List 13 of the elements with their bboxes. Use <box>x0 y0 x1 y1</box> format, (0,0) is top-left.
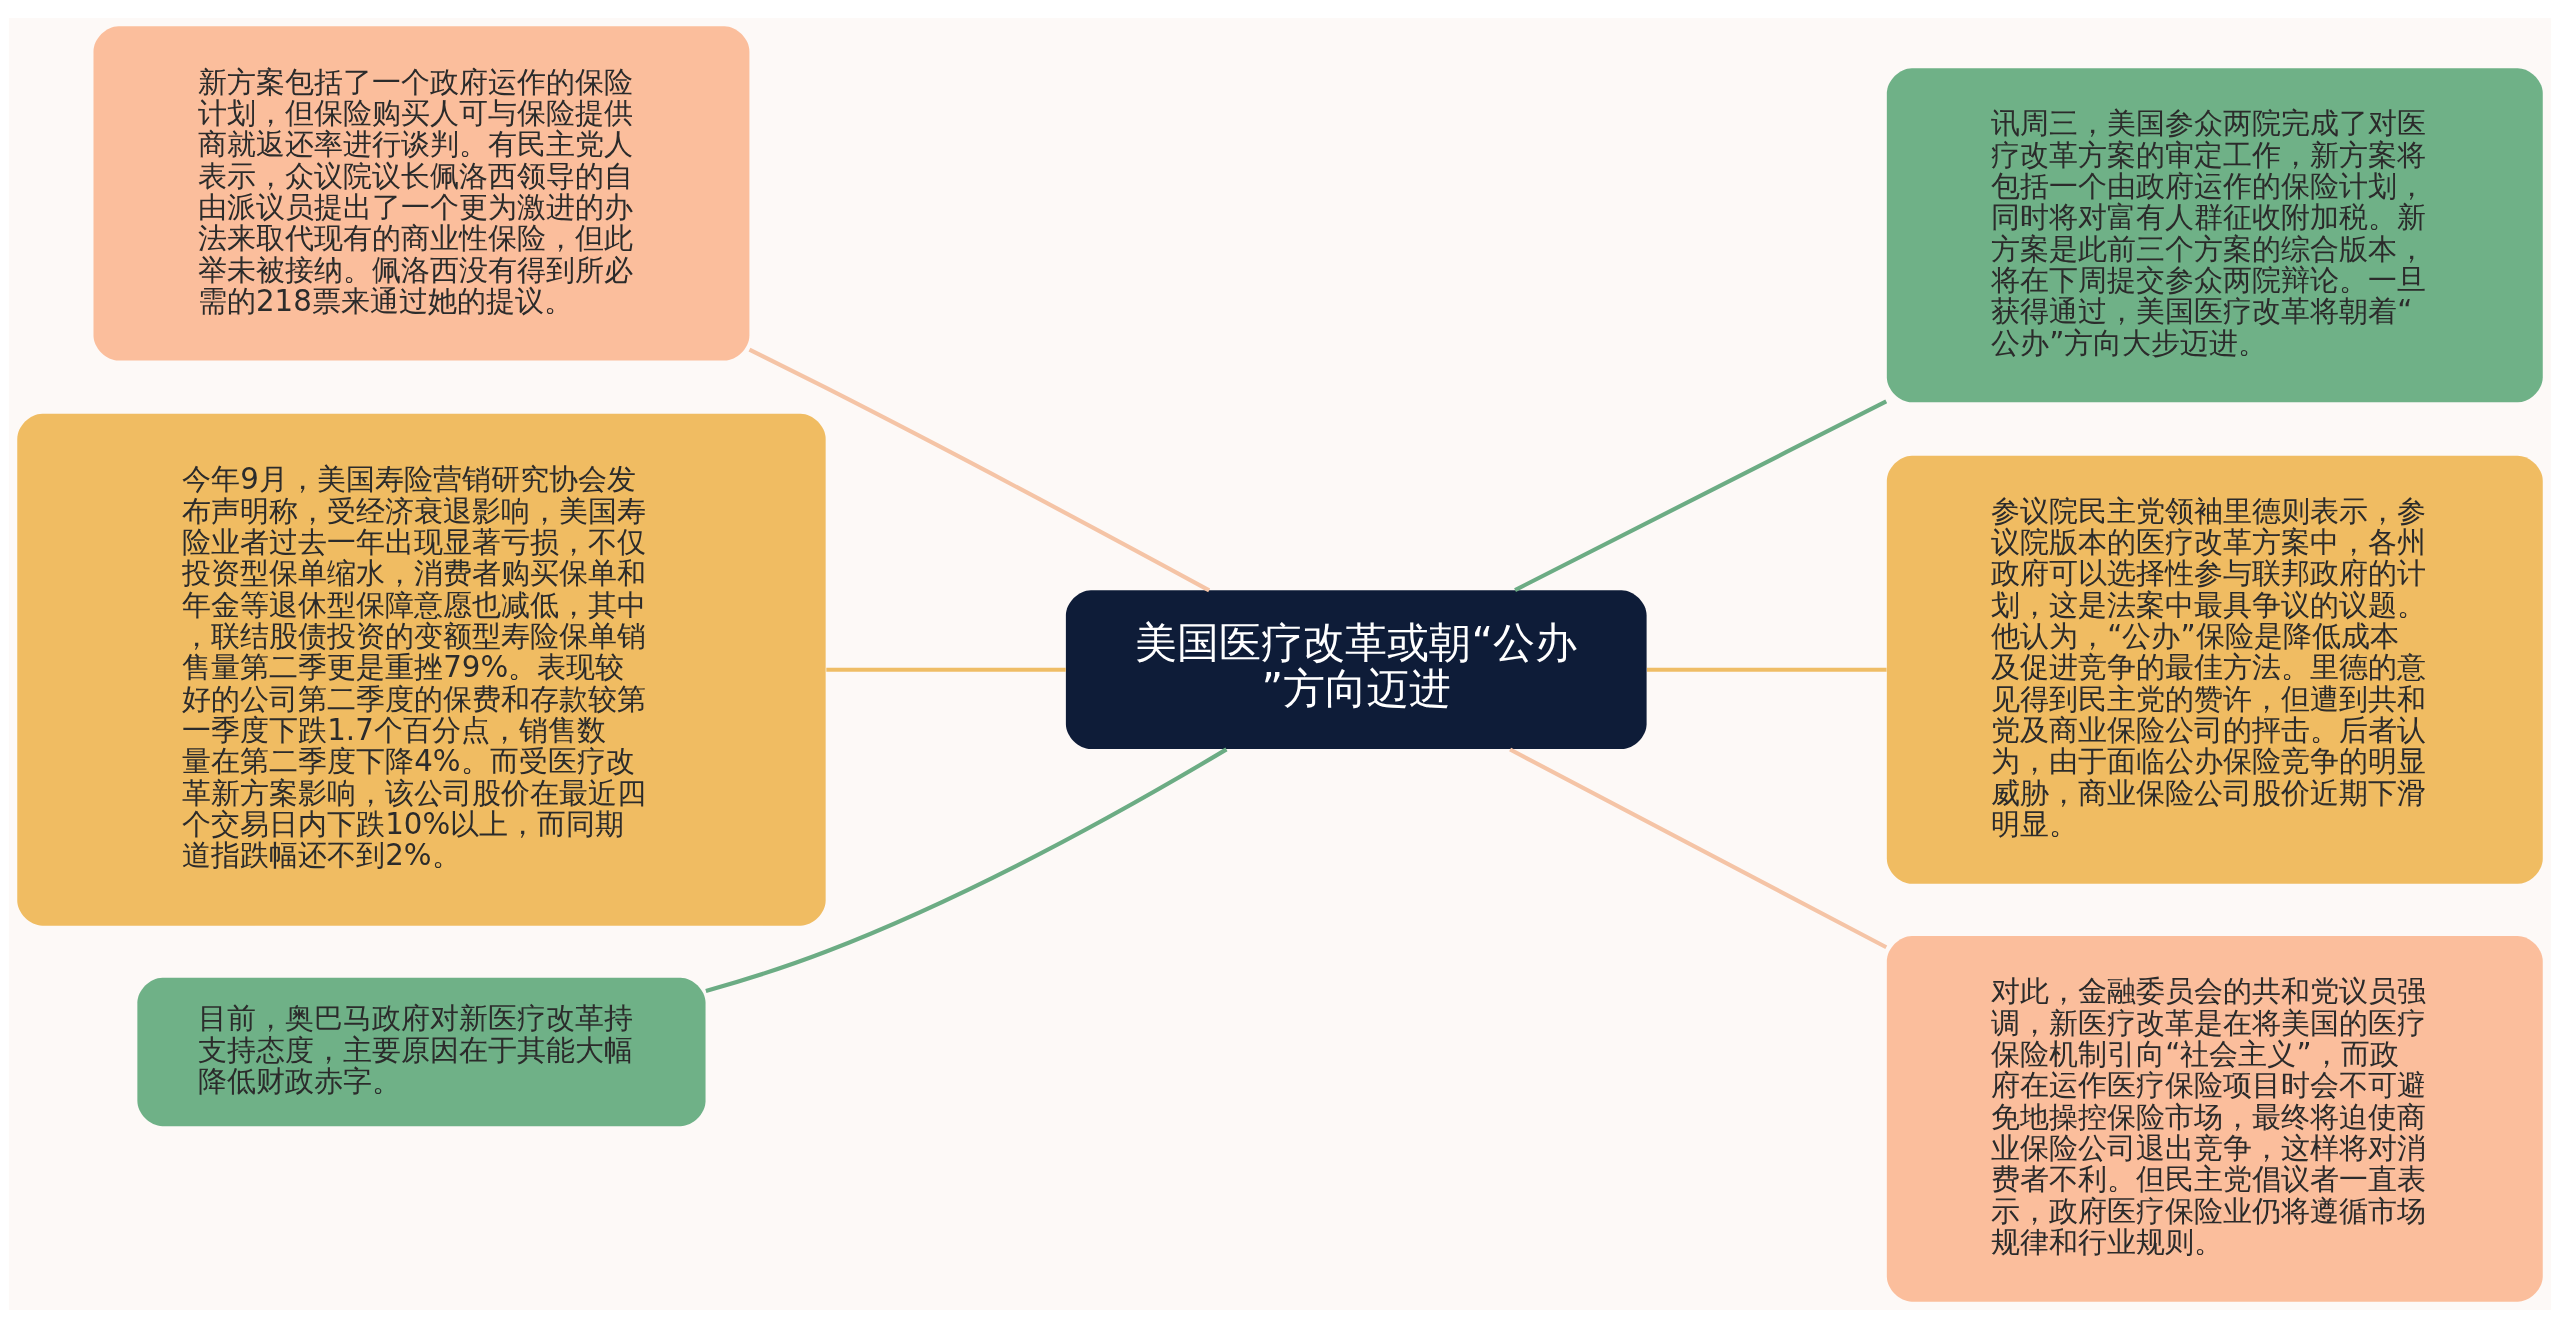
connector <box>1647 667 1887 672</box>
connector <box>705 747 1228 993</box>
connector <box>1509 747 1888 949</box>
connector <box>826 667 1066 672</box>
node-box: 今年9月，美国寿险营销研究协会发布声明称，受经济衰退影响，美国寿险业者过去一年出现显著亏损，不仅投资型保单缩水，消费者购买保单和年金等退休型保障意愿也减低，其中，联结股债投资的变额型寿险保单销售量第二季更是重挫79%。表现较好的公司第二季度的保费和存款较第一季度下跌1.7个百分点，销售数量在第二季度下降4%。而受医疗改革新方案影响，该公司股价在最近四个交易日内下跌10%以上，而同期道指跌幅还不到2%。 <box>17 413 826 926</box>
node-box: 对此，金融委员会的共和党议员强调，新医疗改革是在将美国的医疗保险机制引向“社会主义”，而政府在运作医疗保险项目时会不可避免地操控保险市场，最终将迫使商业保险公司退出竞争，这样将对消费者不利。但民主党倡议者一直表示，政府医疗保险业仍将遵循市场规律和行业规则。 <box>1886 935 2543 1302</box>
connector <box>748 347 1211 592</box>
node-box: 讯周三，美国参众两院完成了对医疗改革方案的审定工作，新方案将包括一个由政府运作的保险计划，同时将对富有人群征收附加税。新方案是此前三个方案的综合版本，将在下周提交参众两院辩论。一旦获得通过，美国医疗改革将朝着“公办”方向大步迈进。 <box>1886 67 2543 402</box>
node-box: 美国医疗改革或朝“公办”方向迈进 <box>1065 589 1647 749</box>
node-box: 新方案包括了一个政府运作的保险计划，但保险购买人可与保险提供商就返还率进行谈判。有民主党人表示，众议院议长佩洛西领导的自由派议员提出了一个更为激进的办法来取代现有的商业性保险，但此举未被接纳。佩洛西没有得到所必需的218票来通过她的提议。 <box>93 25 750 361</box>
connector <box>1514 398 1888 592</box>
node-box: 目前，奥巴马政府对新医疗改革持支持态度，主要原因在于其能大幅降低财政赤字。 <box>137 977 706 1126</box>
node-box: 参议院民主党领袖里德则表示，参议院版本的医疗改革方案中，各州政府可以选择性参与联邦政府的计划，这是法案中最具争议的议题。他认为，“公办”保险是降低成本及促进竞争的最佳方法。里德的意见得到民主党的赞许，但遭到共和党及商业保险公司的抨击。后者认为，由于面临公办保险竞争的明显威胁，商业保险公司股价近期下滑明显。 <box>1886 455 2543 884</box>
